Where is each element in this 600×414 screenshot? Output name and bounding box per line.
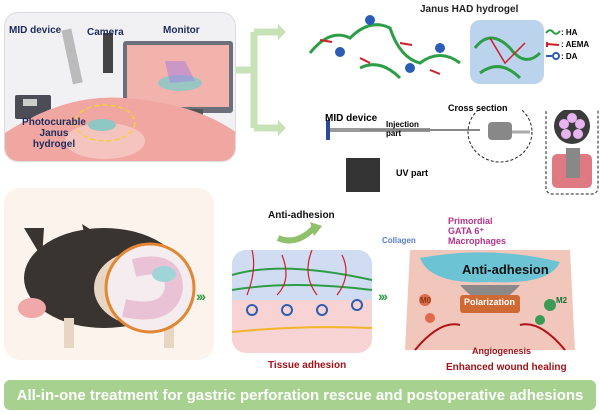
- hydrogel-title: Janus HAD hydrogel: [420, 4, 519, 15]
- mid-device-illustration: [326, 110, 599, 195]
- chevron-arrows-1: ›››: [196, 288, 206, 304]
- camera-label: Camera: [87, 27, 124, 38]
- mid-device-label: MID device: [9, 25, 62, 36]
- legend: : HA : AEMA : DA: [545, 26, 600, 62]
- branch-arrow: [236, 24, 286, 136]
- ha-line-icon: [545, 29, 561, 35]
- chevron-arrows-2: ›››: [378, 288, 388, 304]
- hydrogel-network-diagram: [308, 15, 544, 84]
- healing-anti-adhesion-label: Anti-adhesion: [462, 262, 549, 277]
- anti-adhesion-label: Anti-adhesion: [268, 210, 335, 221]
- aema-crosslinker-icon: [546, 42, 560, 47]
- legend-item-aema: : AEMA: [545, 38, 600, 50]
- collagen-label: Collagen: [382, 236, 416, 245]
- device-mid-label: MID device: [325, 113, 378, 124]
- angiogenesis-label: Angiogenesis: [472, 346, 532, 356]
- polarization-label: Polarization: [464, 297, 516, 307]
- uv-part-label: UV part: [396, 168, 429, 178]
- enhanced-healing-label: Enhanced wound healing: [446, 362, 567, 373]
- surgery-scene-illustration: [5, 28, 235, 161]
- tissue-adhesion-label: Tissue adhesion: [268, 360, 347, 371]
- hydrogel-label: Photocurable Janus hydrogel: [22, 117, 86, 150]
- monitor-label: Monitor: [163, 25, 200, 36]
- upward-arrow-icon: [276, 222, 322, 244]
- mechanism-diagram: [232, 250, 372, 353]
- wound-healing-illustration: [405, 250, 575, 351]
- summary-banner: All-in-one treatment for gastric perfora…: [4, 380, 596, 410]
- pig-illustration: [18, 224, 196, 348]
- da-hexagon-icon: [546, 52, 560, 60]
- surgery-scene-panel: MID device Camera Monitor Photocurable J…: [4, 12, 236, 162]
- m0-label: M0: [420, 296, 432, 305]
- injection-part-label: Injection part: [386, 120, 419, 138]
- legend-item-da: : DA: [545, 50, 600, 62]
- pig-model-panel: [4, 188, 214, 360]
- m2-label: M2: [556, 296, 568, 305]
- cross-section-label: Cross section: [448, 103, 508, 113]
- macrophages-label: Primordial GATA 6⁺ Macrophages: [448, 216, 507, 246]
- legend-item-ha: : HA: [545, 26, 600, 38]
